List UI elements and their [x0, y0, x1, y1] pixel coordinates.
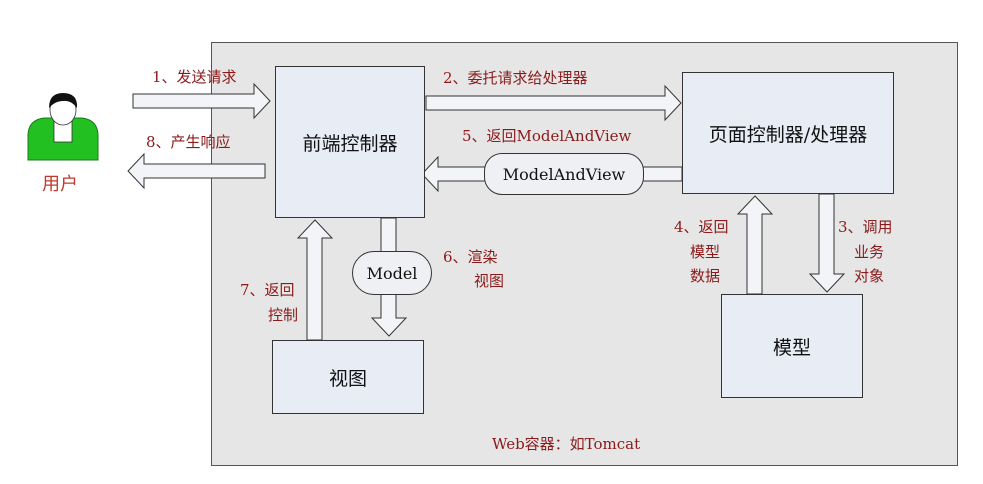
step-3-label-line1: 3、调用 [838, 218, 893, 236]
model-bubble: Model [352, 251, 432, 295]
step-2-label: 2、委托请求给处理器 [443, 69, 588, 87]
step-8-label: 8、产生响应 [146, 133, 231, 151]
step-3-label-line2: 业务 [854, 243, 885, 261]
step-4-label-line1: 4、返回 [674, 218, 729, 236]
container-label: Web容器：如Tomcat [492, 435, 641, 453]
front-controller-box: 前端控制器 [275, 66, 425, 218]
step-4-label-line3: 数据 [690, 267, 721, 285]
view-box: 视图 [272, 340, 424, 414]
model-box: 模型 [721, 294, 863, 398]
step-7-label-line2: 控制 [268, 306, 299, 324]
user-label: 用户 [42, 174, 78, 195]
page-controller-box: 页面控制器/处理器 [682, 72, 894, 194]
step-7-label-line1: 7、返回 [240, 281, 295, 299]
arrow-send-request [132, 82, 271, 120]
step-3-label-line3: 对象 [854, 267, 885, 285]
arrow-delegate [425, 84, 682, 122]
arrow-return-model-data [736, 195, 774, 295]
step-1-label: 1、发送请求 [152, 68, 237, 86]
step-6-label-line1: 6、渲染 [443, 248, 498, 266]
model-and-view-bubble: ModelAndView [484, 153, 644, 195]
step-5-label: 5、返回ModelAndView [462, 127, 632, 145]
user-icon [27, 93, 99, 161]
arrow-response [127, 152, 266, 190]
step-4-label-line2: 模型 [690, 243, 721, 261]
arrow-return-control [296, 219, 334, 341]
step-6-label-line2: 视图 [474, 272, 505, 290]
arrow-call-business [808, 193, 846, 293]
